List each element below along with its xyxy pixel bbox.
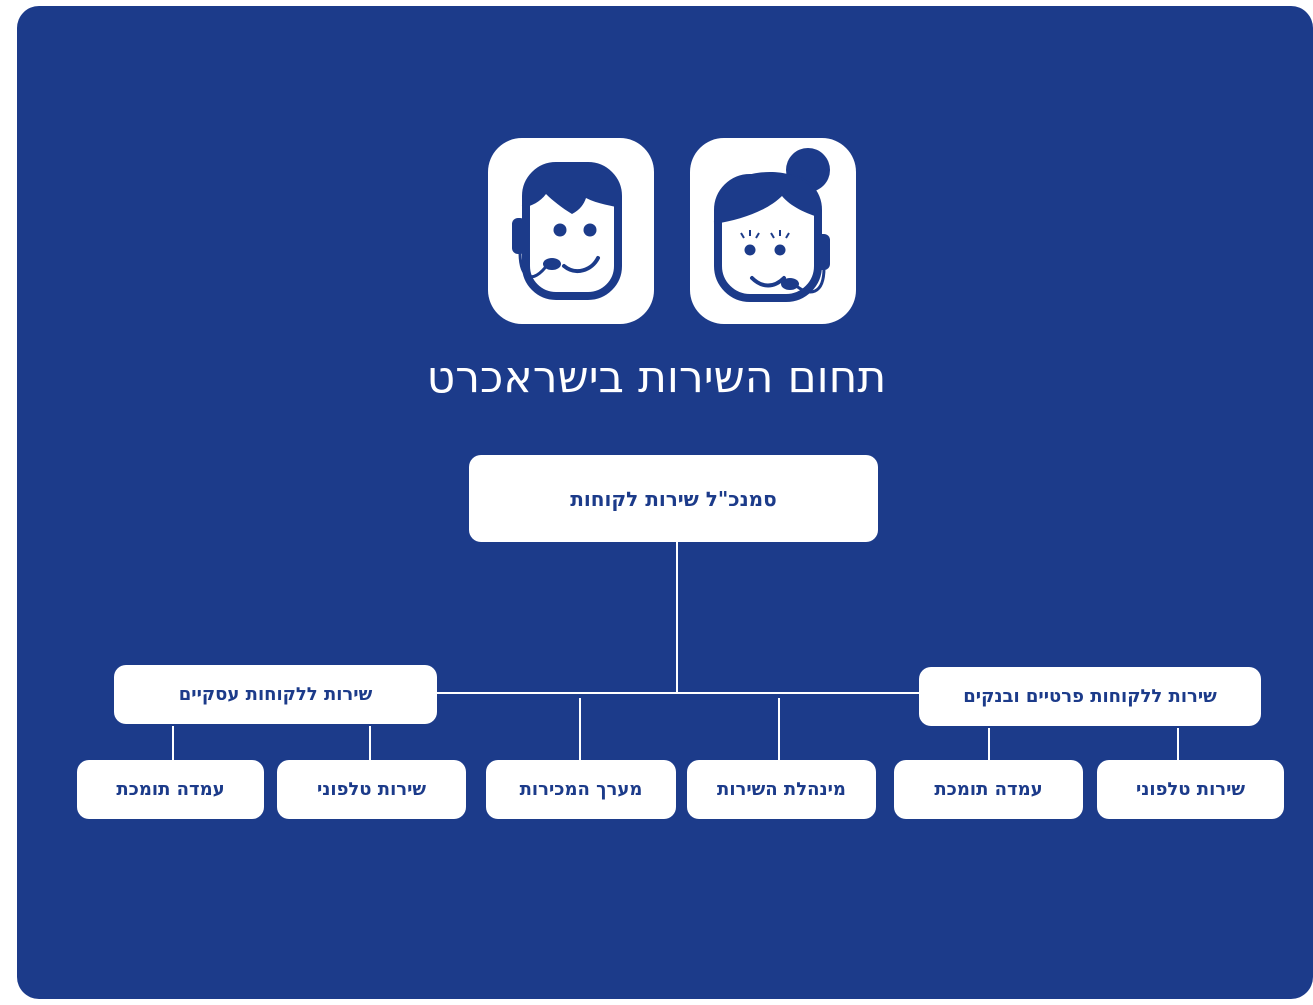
business-phone-node: שירות טלפוני [277, 760, 466, 819]
business-phone-connector [369, 726, 371, 760]
page-title: תחום השירות בישראכרט [426, 352, 887, 403]
private-support-connector [988, 728, 990, 760]
private-support-node: עמדה תומכת [894, 760, 1083, 819]
admin-node: מינהלת השירות [687, 760, 876, 819]
business-support-node: עמדה תומכת [77, 760, 264, 819]
admin-connector [778, 698, 780, 760]
private-phone-connector [1177, 728, 1179, 760]
male-agent-headset-icon [488, 138, 654, 324]
root-connector [676, 542, 678, 694]
female-agent-headset-icon [690, 138, 856, 324]
private-phone-node: שירות טלפוני [1097, 760, 1284, 819]
sales-node: מערך המכירות [486, 760, 676, 819]
root-node: סמנכ"ל שירות לקוחות [469, 455, 878, 542]
business-support-connector [172, 726, 174, 760]
branch-connector [436, 692, 920, 694]
private-service-node: שירות ללקוחות פרטיים ובנקים [919, 667, 1261, 726]
business-service-node: שירות ללקוחות עסקיים [114, 665, 437, 724]
sales-connector [579, 698, 581, 760]
